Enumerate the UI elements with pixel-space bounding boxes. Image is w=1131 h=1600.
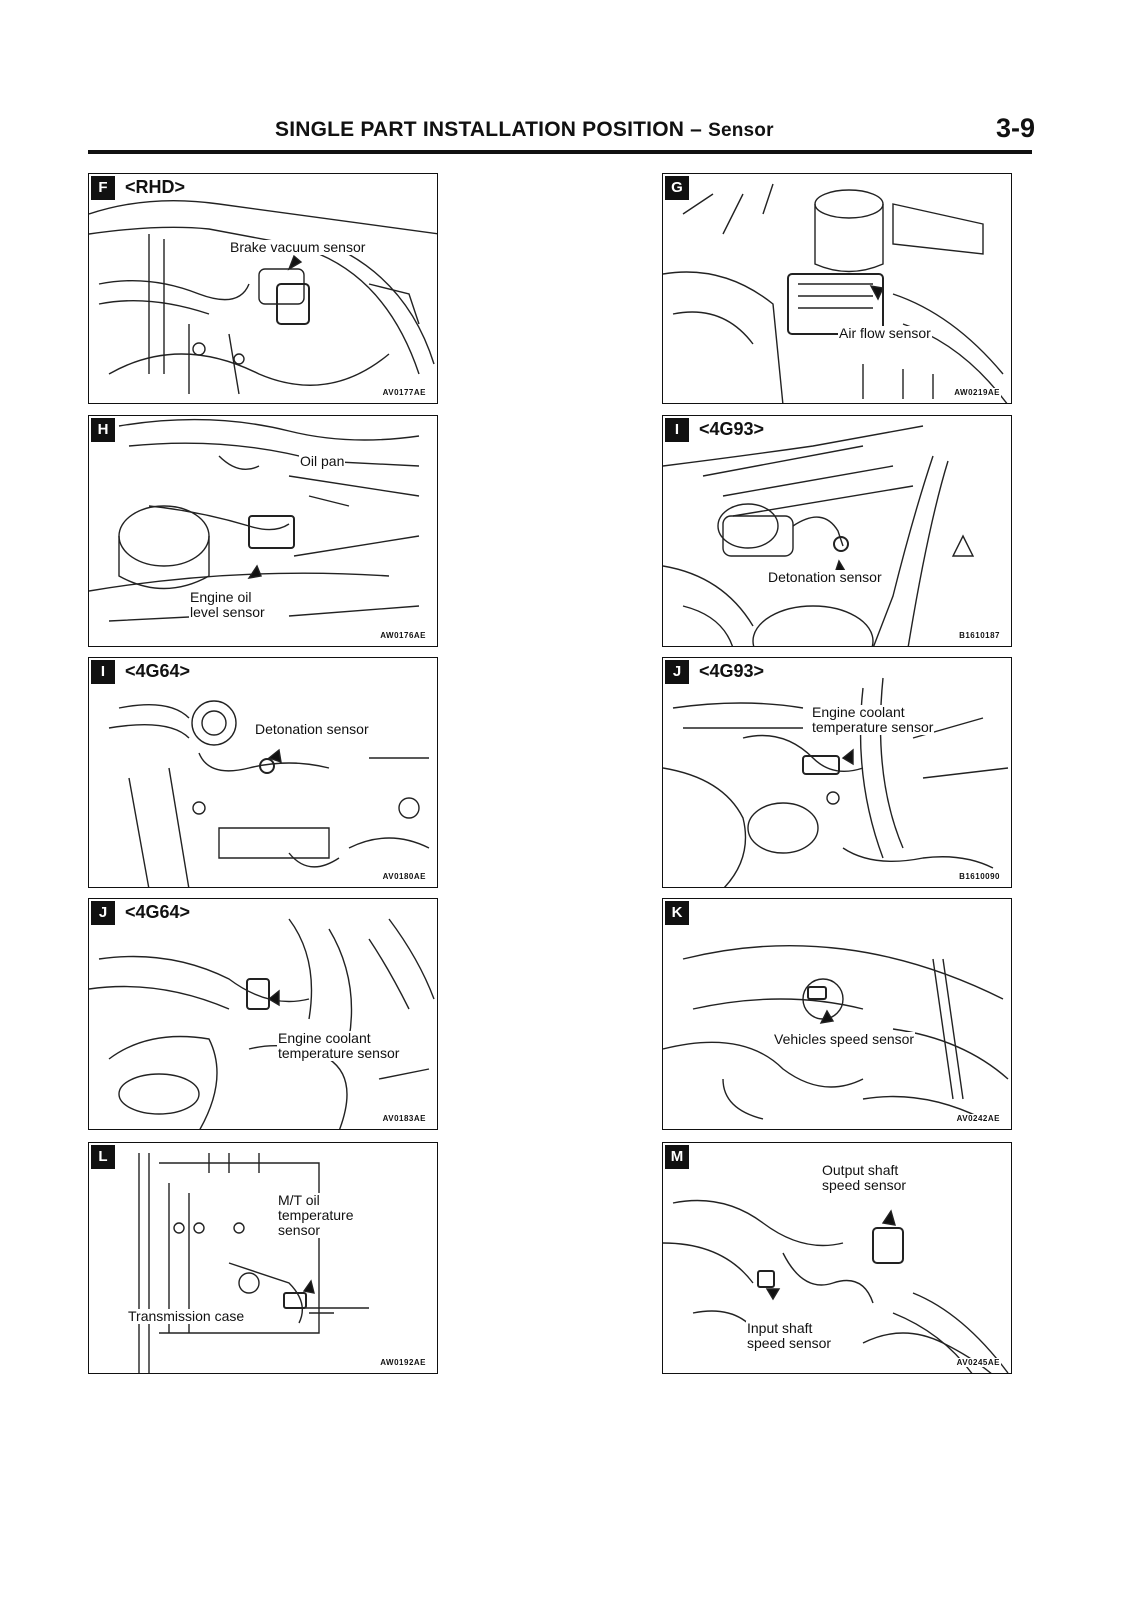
section-title: SINGLE PART INSTALLATION POSITION xyxy=(275,118,685,141)
panel-h: H Oil pan Engine oil level sensor AW0176… xyxy=(88,415,438,647)
panel-badge: J xyxy=(665,660,689,684)
panel-badge: I xyxy=(91,660,115,684)
panel-badge: J xyxy=(91,901,115,925)
figure-code: AW0176AE xyxy=(379,631,427,640)
callout-transmission-case: Transmission case xyxy=(127,1308,246,1324)
panel-k: K Vehicles speed sensor AV0242AE xyxy=(662,898,1012,1130)
panel-badge: G xyxy=(665,176,689,200)
panel-badge: I xyxy=(665,418,689,442)
panel-badge: F xyxy=(91,176,115,200)
figure-code: AV0177AE xyxy=(381,388,427,397)
panel-f: F <RHD> Brake vacuum sensor AV0177AE xyxy=(88,173,438,404)
figure-code: B1610187 xyxy=(958,631,1001,640)
transmission-illustration-k xyxy=(663,944,1009,1120)
header-rule xyxy=(88,150,1032,154)
callout-oil-pan: Oil pan xyxy=(299,453,346,469)
panel-badge: L xyxy=(91,1145,115,1169)
figure-code: AW0192AE xyxy=(379,1358,427,1367)
figure-code: AW0219AE xyxy=(953,388,1001,397)
figure-code: B1610090 xyxy=(958,872,1001,881)
figure-code: AV0242AE xyxy=(955,1114,1001,1123)
panel-badge: H xyxy=(91,418,115,442)
panel-badge: M xyxy=(665,1145,689,1169)
callout-engine-coolant-temperature-sensor: Engine coolant temperature sensor xyxy=(811,704,935,735)
engine-illustration-g xyxy=(663,183,1008,403)
callout-vehicles-speed-sensor: Vehicles speed sensor xyxy=(773,1031,916,1047)
callout-brake-vacuum-sensor: Brake vacuum sensor xyxy=(229,239,367,255)
section-subtitle: Sensor xyxy=(708,120,774,141)
panel-variant-label: <4G64> xyxy=(123,661,193,682)
panel-g: G Air flow sensor AW0219AE xyxy=(662,173,1012,404)
engine-illustration-i-4g93 xyxy=(663,425,975,646)
panel-i-4g93: I <4G93> Detonation sensor B1610187 xyxy=(662,415,1012,647)
panel-m: M Output shaft speed sensor Input shaft … xyxy=(662,1142,1012,1374)
callout-output-shaft-speed-sensor: Output shaft speed sensor xyxy=(821,1162,908,1193)
title-separator: – xyxy=(690,118,703,141)
callout-input-shaft-speed-sensor: Input shaft speed sensor xyxy=(746,1320,833,1351)
transmission-illustration-l xyxy=(138,1153,369,1373)
callout-air-flow-sensor: Air flow sensor xyxy=(838,325,932,341)
panel-variant-label: <4G93> xyxy=(697,419,767,440)
panel-variant-label: <4G64> xyxy=(123,902,193,923)
panel-variant-label: <RHD> xyxy=(123,177,188,198)
panel-badge: K xyxy=(665,901,689,925)
callout-engine-coolant-temperature-sensor: Engine coolant temperature sensor xyxy=(277,1030,401,1061)
engine-illustration-j-4g93 xyxy=(663,677,1009,887)
panel-j-4g64: J <4G64> Engine coolant temperature sens… xyxy=(88,898,438,1130)
figure-code: AV0180AE xyxy=(381,872,427,881)
panel-variant-label: <4G93> xyxy=(697,661,767,682)
engine-illustration-i-4g64 xyxy=(108,700,430,887)
callout-mt-oil-temperature-sensor: M/T oil temperature sensor xyxy=(277,1192,355,1238)
page-number: 3-9 xyxy=(996,113,1036,143)
panel-j-4g93: J <4G93> Engine coolant temperature sens… xyxy=(662,657,1012,888)
callout-detonation-sensor: Detonation sensor xyxy=(254,721,370,737)
panel-l: L M/T oil temperature sensor Transmissio… xyxy=(88,1142,438,1374)
figure-code: AV0245AE xyxy=(955,1358,1001,1367)
figure-code: AV0183AE xyxy=(381,1114,427,1123)
panel-i-4g64: I <4G64> Detonation sensor AV0180AE xyxy=(88,657,438,888)
callout-detonation-sensor: Detonation sensor xyxy=(767,569,883,585)
callout-engine-oil-level-sensor: Engine oil level sensor xyxy=(189,589,266,620)
page-title: SINGLE PART INSTALLATION POSITION – Sens… xyxy=(275,118,774,142)
engine-illustration-j-4g64 xyxy=(89,918,435,1129)
engine-illustration-f xyxy=(89,199,437,395)
